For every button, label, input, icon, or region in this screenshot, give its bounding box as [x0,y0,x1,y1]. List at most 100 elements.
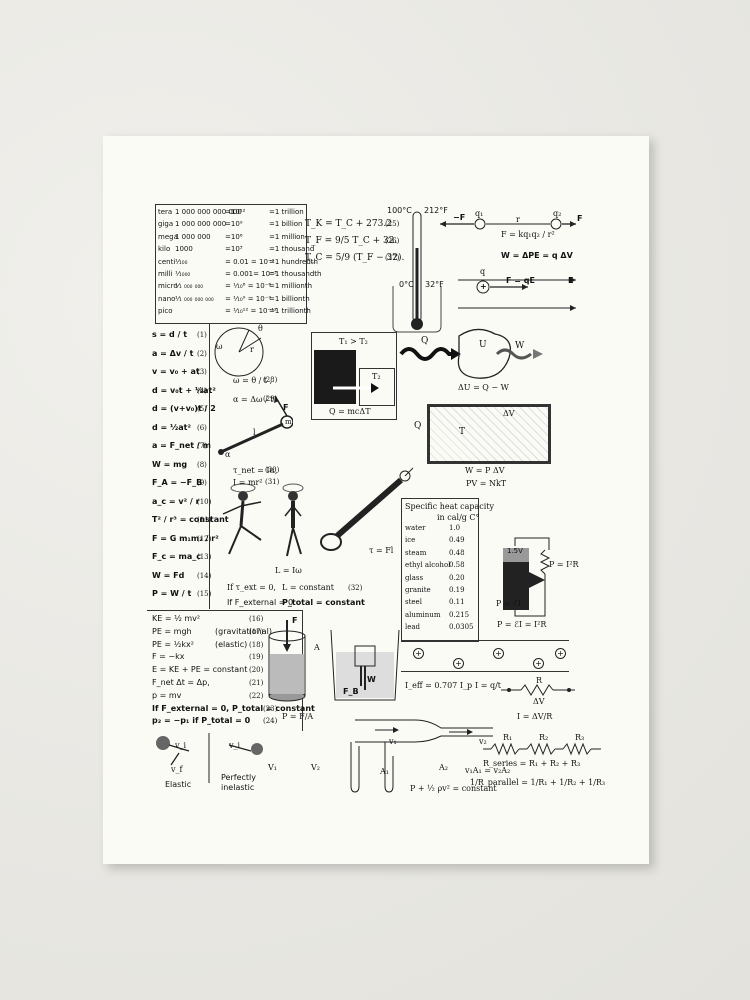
wrench-diagram [320,467,414,551]
charge-carrier: + [413,648,424,659]
equation-number: (31) [265,478,280,486]
equation-number: (9) [197,479,207,487]
prefix-name: pico [158,307,173,316]
torque-diagram [218,395,293,455]
resistor-top [501,684,575,696]
energy-equation: F = −kx [152,652,185,662]
mechanics-equation: F_c = ma_c [152,552,201,561]
specific-heat-material: ethyl alcohol [405,561,451,570]
label-fb: F_B [343,687,359,696]
parallel-resistance: 1/R_parallel = 1/R₁ + 1/R₂ + 1/R₃ [470,778,606,787]
heat-transfer-box [311,332,397,420]
hot-body [314,350,356,404]
energy-equation: KE = ½ mv² [152,614,201,623]
label-q1: q₁ [475,209,484,218]
prefix-word: =1 hundredth [269,257,318,266]
label-f: F [577,214,583,223]
equation-number: (29) [263,395,278,403]
charge-carrier: + [555,648,566,659]
label-e: E [568,276,574,285]
first-law-diagram [399,328,543,379]
prefix-name: micro [158,282,178,291]
label-t2: T₂ [372,372,381,381]
equation-number: (2) [197,349,207,358]
label-w-work: W [515,341,525,351]
power-i2r: P = I²R [549,560,579,569]
mechanics-equation: v = v₀ + at [152,367,200,376]
label-theta: θ [258,324,263,333]
specific-heat-value: 0.58 [449,561,465,570]
temp-32f: 32°F [425,280,444,289]
mechanics-equation: a = F_net / m [152,441,211,450]
series-resistance: R_series = R₁ + R₂ + R₃ [483,759,581,768]
angular-momentum: L = Iω [275,566,302,575]
label-a2: A₂ [439,763,448,772]
prefix-power: =10⁶ [225,232,243,241]
prefix-name: giga [158,220,174,229]
prefix-value: ¹⁄₁₀₀₀ [175,270,191,278]
equation-number: (19) [249,653,264,662]
specific-heat-material: water [405,524,426,532]
mechanics-equation: d = ½at² [152,422,192,432]
prefix-value: ¹⁄₁ ₀₀₀ ₀₀₀ ₀₀₀ [175,294,214,303]
label-l: l [253,428,256,437]
heat-flow-arrow [333,383,379,393]
inelastic-label: inelastic [221,783,255,792]
energy-equation: F_net Δt = Δp, [152,678,210,687]
prefix-value: ¹⁄₁ ₀₀₀ ₀₀₀ [175,282,204,291]
prefix-value: 1000 [175,245,193,254]
collision-vi: v_i [175,741,187,750]
equation-number: (23) [263,704,278,713]
prefix-power: = ¹⁄₁₀¹² = 10⁻¹² [225,307,277,316]
work-pv: W = P ΔV [465,466,505,475]
label-omega: ω [216,342,223,351]
equation-number: (5) [197,405,207,413]
prefix-power: = 0.001= 10⁻³ [225,270,277,278]
equation-number: (1) [197,331,207,339]
equation-number: (28) [263,376,278,384]
mechanics-equation: W = Fd [152,570,185,580]
equation-number: (13) [197,553,212,561]
momentum-constant: L = constant [282,583,335,592]
energy-equation: PE = ½kx² [152,639,194,649]
buoyancy-beaker [330,629,400,701]
equation-number: (18) [249,640,264,649]
label-mass: m [285,418,292,426]
momentum-total: P_total = constant [282,598,365,607]
equation-number: (4) [197,386,207,395]
specific-heat-value: 0.49 [449,536,465,545]
label-u: U [479,340,487,350]
bernoulli: P + ½ ρv² = constant [410,784,497,793]
mechanics-equation: a = Δv / t [152,348,194,358]
equation-number: (14) [197,571,212,580]
equation-number: (11) [197,516,212,524]
label-v1: v₁ [389,737,397,746]
temperature-equation: T_C = 5/9 (T_F − 32). [305,253,405,263]
specific-heat-value: 0.19 [449,586,465,594]
specific-heat-value: 0.0305 [449,623,474,632]
prefix-name: kilo [158,245,171,254]
rotation-equation: ω = θ / t , [233,376,273,385]
mechanics-equation: W = mg [152,459,188,469]
prefix-value: ¹⁄₁₀₀ [175,257,188,266]
label-temperature: T [459,427,466,437]
temperature-equation: T_F = 9/5 T_C + 32. [305,236,398,246]
thermometer-diagram [392,211,442,333]
temp-212f: 212°F [424,206,448,215]
prefix-power: =10⁹ [225,220,243,229]
label-v2: v₂ [479,737,487,746]
label-q: q [480,267,486,276]
label-q-heat: Q [421,336,429,346]
label-a1: A₁ [380,767,389,776]
mechanics-equation: T² / r³ = constant [152,515,229,524]
energy-equation: p = mv [152,690,182,700]
specific-heat-value: 0.11 [449,598,465,607]
specific-heat-material: ice [405,536,416,545]
perfectly-label: Perfectly [221,773,256,782]
energy-equation: E = KE + PE = constant [152,665,248,675]
equation-number: (27) [385,254,400,262]
physics-sheet: 100°C 212°F 0°C 32°F −F q₁ r q₂ F F = kq… [103,136,649,864]
heat-equation: Q = mcΔT [329,407,371,416]
angle-diagram [214,327,264,377]
current-def: I = q/t [475,681,501,690]
